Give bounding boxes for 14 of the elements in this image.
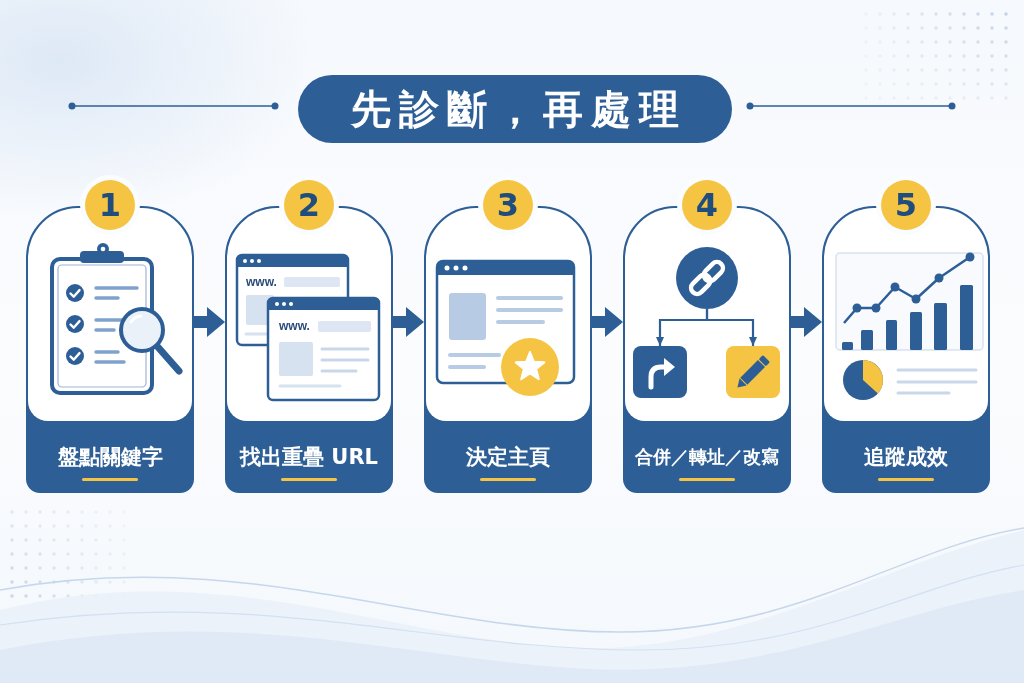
- step-label: 追蹤成效: [864, 444, 948, 471]
- connector-arrow: [705, 309, 757, 346]
- url-text: www.: [246, 276, 277, 289]
- pencil-icon: [726, 346, 780, 398]
- url-text: www.: [279, 320, 310, 333]
- step-label: 盤點關鍵字: [57, 444, 163, 471]
- block-arrow: [194, 307, 225, 337]
- title-banner: 先診斷，再處理: [298, 75, 732, 143]
- block-arrow: [592, 307, 623, 337]
- block-arrow: [393, 307, 424, 337]
- step-label: 找出重疊 URL: [240, 444, 378, 471]
- step-label: 決定主頁: [466, 444, 550, 471]
- step-label: 合併／轉址／改寫: [635, 445, 779, 469]
- block-arrow: [791, 307, 822, 337]
